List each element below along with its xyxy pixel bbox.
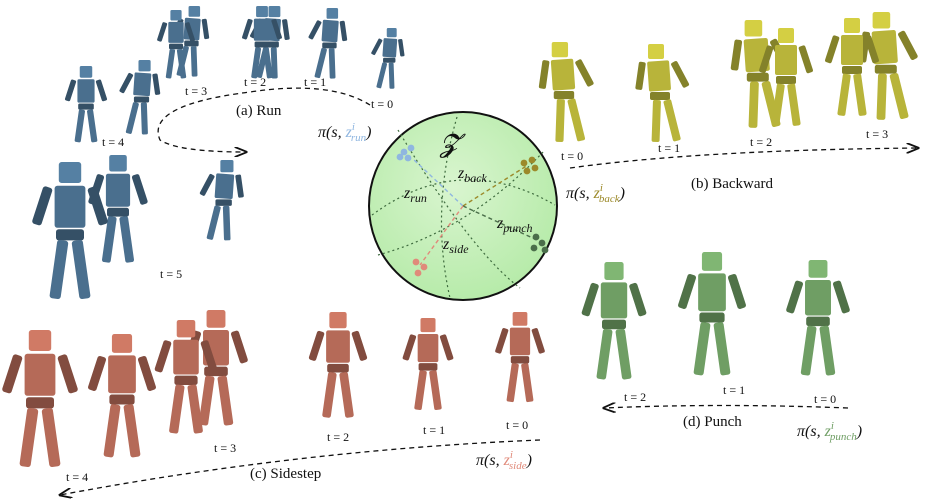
run-figure-t5c [32,162,108,300]
backward-panel: (b) Backward t = 0 t = 1 t = 2 t = 3 π(s… [561,127,888,205]
backward-figure-t3 [858,12,918,120]
run-figure-t4b [64,66,108,143]
run-tick-1: t = 1 [304,75,326,89]
run-tick-0: t = 0 [371,97,393,111]
backward-tick-0: t = 0 [561,149,583,163]
backward-tick-3: t = 3 [866,127,888,141]
punch-caption: (d) Punch [683,414,742,430]
latent-sphere: 𝓩 zrun zback zpunch zside [368,111,558,301]
sidestep-figure-t1 [402,318,454,411]
run-figure-t1 [308,8,348,79]
run-tick-3: t = 3 [185,84,207,98]
punch-figure-t1 [678,252,746,376]
sidestep-tick-2: t = 2 [327,430,349,444]
punch-trajectory-arrow [604,406,849,409]
backward-figure-t2b [759,28,813,126]
sidestep-figure-t4b [2,330,78,468]
backward-trajectory-arrow [569,148,918,169]
run-figure-t2b [242,6,282,79]
run-tick-5: t = 5 [160,267,182,281]
backward-caption: (b) Backward [691,176,774,192]
z-back-label: zback [457,165,488,185]
backward-figure-t0 [538,42,594,143]
z-side-label: zside [442,236,469,256]
run-tick-4: t = 4 [102,135,124,149]
punch-tick-2: t = 2 [624,390,646,404]
sidestep-figure-t2 [308,312,368,418]
backward-tick-2: t = 2 [750,135,772,149]
punch-tick-1: t = 1 [723,383,745,397]
run-caption: (a) Run [236,103,282,119]
run-figure-t4 [119,60,161,135]
run-figure-t3b [157,10,195,79]
punch-figure-t0 [786,260,850,376]
sidestep-tick-3: t = 3 [214,441,236,455]
backward-figure-t1 [635,44,690,143]
run-tick-2: t = 2 [244,75,266,89]
sidestep-tick-0: t = 0 [506,418,528,432]
sidestep-tick-1: t = 1 [423,423,445,437]
sidestep-tick-4: t = 4 [66,470,88,484]
backward-tick-1: t = 1 [658,141,680,155]
run-figure-t5 [199,160,244,241]
sidestep-figure-t4 [88,334,156,458]
run-panel: (a) Run t = 0 t = 1 t = 2 t = 3 t = 4 t … [102,75,393,281]
backward-figure-t2 [730,20,790,128]
run-figure-t0 [371,28,405,89]
punch-figure-t2 [581,262,647,380]
sidestep-figure-t3b [154,320,218,434]
humanoid-figures [2,6,918,468]
sidestep-trajectory-arrow [60,439,541,495]
punch-tick-0: t = 0 [814,392,836,406]
sidestep-panel: (c) Sidestep t = 0 t = 1 t = 2 t = 3 t =… [66,418,532,484]
sidestep-caption: (c) Sidestep [250,466,321,482]
run-trajectory-arrow [157,87,371,152]
sidestep-figure-t0 [495,312,545,403]
z-punch-label: zpunch [496,215,533,235]
z-run-label: zrun [403,185,427,205]
backward-figure-t3b [825,18,879,116]
